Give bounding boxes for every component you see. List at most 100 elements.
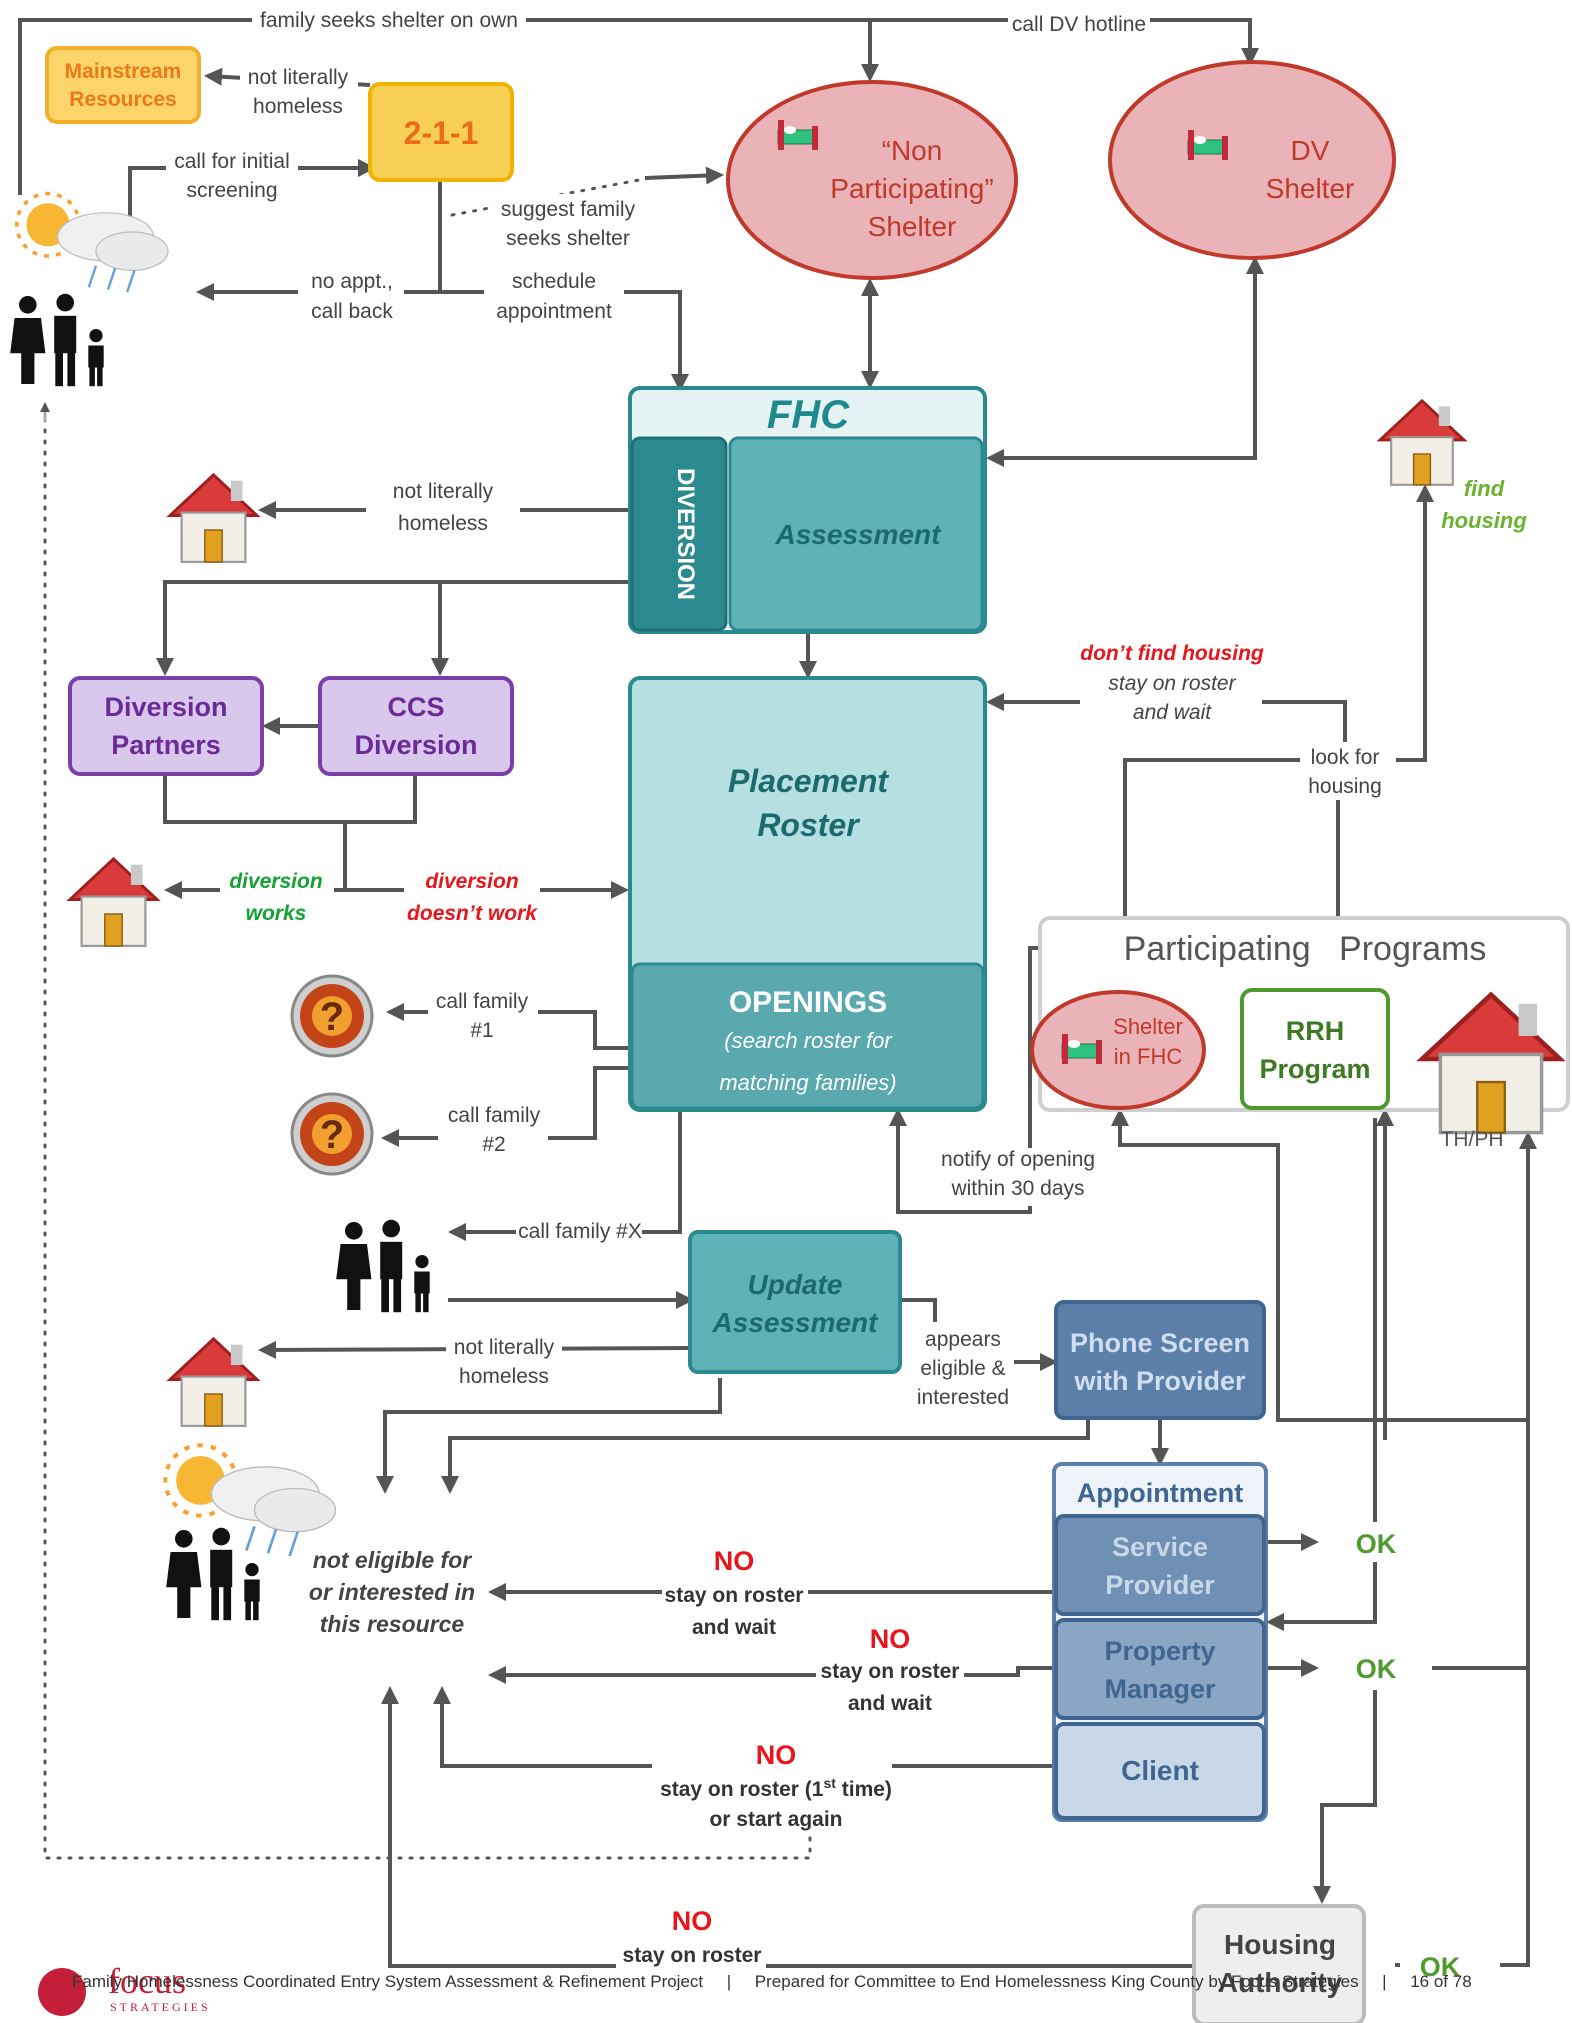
diversion-label: DIVERSION (672, 468, 699, 600)
edge-update-not-eligible (376, 1378, 722, 1494)
logo-sub: STRATEGIES (110, 2000, 211, 2014)
edge-ok-to-shelter (1111, 1108, 1375, 1422)
update-assessment-box (688, 1230, 902, 1374)
assessment-box (728, 436, 984, 632)
label-call-dv-hotline: call DV hotline (1012, 13, 1146, 36)
two-one-one-label: 2-1-1 (404, 115, 479, 151)
edge-ok-to-housing-authority (1313, 1690, 1377, 1904)
openings-box (630, 962, 985, 1110)
label-no-sp: NO (714, 1546, 755, 1576)
logo-mark-icon (38, 1968, 86, 2016)
label-family-seeks-shelter: family seeks shelter on own (260, 9, 518, 32)
logo-word: focus (108, 1961, 186, 2001)
footer-text: Family Homelessness Coordinated Entry Sy… (72, 1972, 1472, 1991)
label-call-x: call family #X (518, 1220, 642, 1243)
edge-shelter-look (1123, 758, 1348, 988)
housing-authority-box (1192, 1904, 1366, 2023)
ccs-diversion-box (318, 676, 514, 776)
edge-phone-not-eligible (441, 1418, 1090, 1494)
weather-icon (14, 191, 170, 294)
question-icon (290, 1092, 374, 1176)
label-no-appt: no appt.,call back (311, 270, 393, 323)
label-ok-sp: OK (1356, 1529, 1397, 1559)
page-footer: focus STRATEGIES Family Homelessness Coo… (0, 1960, 1572, 2023)
label-ok-pm: OK (1356, 1654, 1397, 1684)
dv-shelter (1108, 60, 1396, 260)
assessment-label: Assessment (775, 519, 943, 550)
phone-screen-box (1054, 1300, 1266, 1420)
label-ok-ha: OK (1420, 1952, 1461, 1982)
edge-ok-to-thph (1375, 1131, 1537, 1422)
edge-find-housing (1348, 484, 1434, 762)
label-call-1: call family#1 (436, 990, 529, 1042)
house-icon (68, 857, 159, 948)
label-call-2: call family#2 (448, 1104, 541, 1156)
family-icon (336, 1219, 430, 1313)
family-icon (10, 293, 104, 387)
client-label: Client (1121, 1755, 1199, 1786)
label-or-start-again: or start again (709, 1808, 842, 1831)
label-stay-first-time: stay on roster (1st time) (660, 1775, 892, 1801)
openings-title: OPENINGS (729, 986, 887, 1019)
service-provider-box (1054, 1514, 1266, 1616)
diversion-strip (630, 436, 728, 632)
house-icon (168, 1337, 259, 1428)
label-no-pm: NO (870, 1624, 911, 1654)
edge-dv-hotline (870, 18, 1259, 66)
house-icon (168, 473, 259, 564)
property-manager-box (1054, 1618, 1266, 1720)
rrh-program-box (1240, 988, 1390, 1110)
client-box (1054, 1722, 1266, 1820)
label-no-client: NO (756, 1740, 797, 1770)
family-icon (166, 1527, 260, 1621)
label-no-ha: NO (672, 1906, 713, 1936)
edge-dv-to-fhc (986, 258, 1257, 467)
edge-notify-opening (889, 946, 1040, 1214)
diversion-partners-box (68, 676, 264, 776)
house-icon (1378, 399, 1466, 487)
fhc-title: FHC (767, 393, 850, 437)
edge-pm-no (488, 1666, 1058, 1684)
focus-strategies-logo: focus STRATEGIES (38, 1961, 258, 2020)
th-ph-label: TH/PH (1441, 1128, 1504, 1151)
appointment-label: Appointment (1077, 1478, 1243, 1508)
question-icon (290, 974, 374, 1058)
participating-programs-label: Participating Programs (1124, 930, 1487, 968)
label-dont-find: don’t find housing (1080, 642, 1264, 665)
edge-to-diversion-partners (156, 580, 630, 676)
mainstream-resources-box (45, 46, 201, 124)
edge-ha-no (381, 1686, 1192, 1968)
label-stay-ha: stay on roster (623, 1944, 762, 1967)
